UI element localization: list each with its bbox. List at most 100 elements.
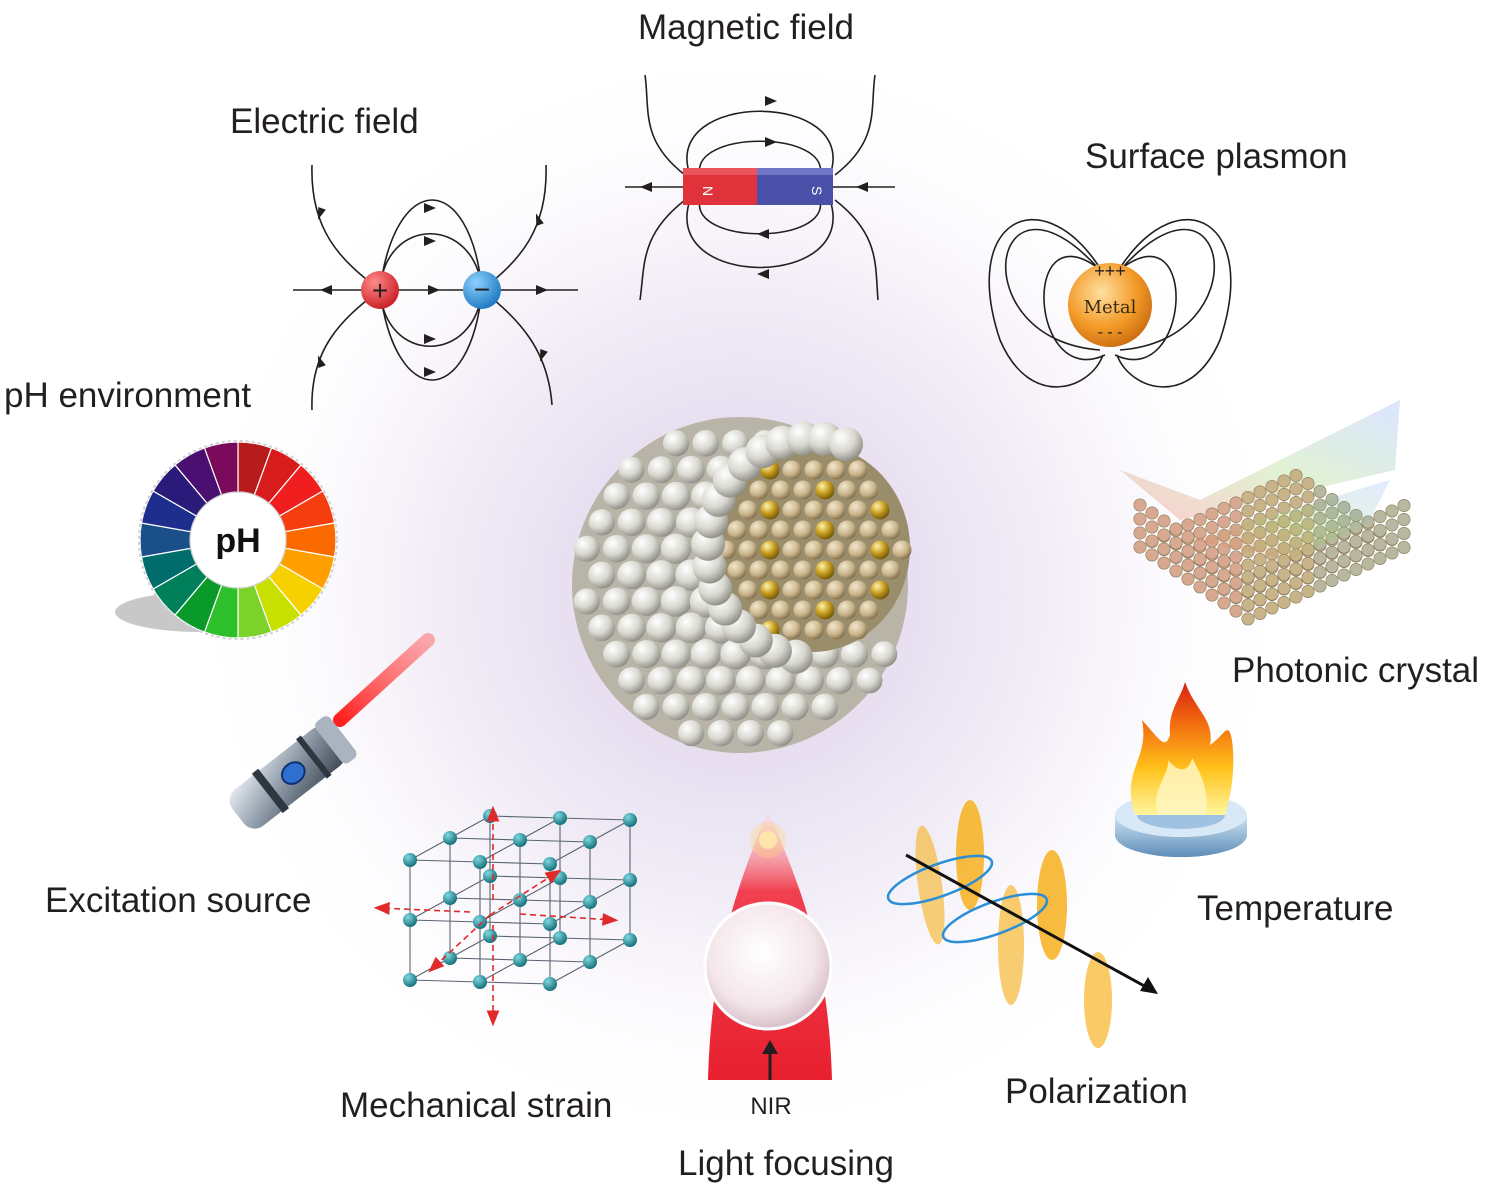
crystal-sphere [1313, 551, 1327, 565]
dopant-atom [760, 580, 780, 600]
crystal-sphere [1205, 574, 1219, 588]
crystal-sphere [1301, 570, 1315, 584]
crystal-sphere [1385, 532, 1399, 546]
dopant-atom [815, 600, 835, 620]
shell-atom [603, 640, 630, 668]
crystal-sphere [1241, 504, 1255, 518]
crystal-sphere [1373, 509, 1387, 523]
crystal-sphere [1289, 482, 1303, 496]
crystal-sphere [1277, 567, 1291, 581]
label-light-focusing: Light focusing [678, 1144, 894, 1183]
crystal-sphere [1289, 495, 1303, 509]
label-electric-field: Electric field [230, 102, 419, 141]
shell-atom [828, 427, 863, 462]
crystal-sphere [1397, 540, 1411, 554]
crystal-sphere [1205, 546, 1219, 560]
crystal-sphere [1229, 590, 1243, 604]
shell-atom [660, 586, 692, 617]
crystal-sphere [1385, 546, 1399, 560]
shell-atom [721, 692, 750, 721]
shell-atom [618, 456, 645, 483]
core-atom [782, 460, 802, 480]
core-atom [793, 520, 813, 540]
magnet-north [683, 168, 757, 205]
shell-atom [602, 587, 631, 616]
core-atom [771, 520, 791, 540]
core-atom [738, 580, 758, 600]
crystal-sphere [1277, 581, 1291, 595]
lattice-atom [443, 951, 457, 965]
crystal-sphere [1145, 548, 1159, 562]
crystal-sphere [1361, 543, 1375, 557]
focusing-lens [703, 901, 833, 1031]
crystal-sphere [1133, 498, 1147, 512]
core-atom [782, 620, 802, 640]
core-atom [848, 460, 868, 480]
propagation-axis [905, 853, 1149, 990]
core-atom [804, 620, 824, 640]
dopant-atom [870, 500, 890, 520]
magnetic-field-diagram: N S [625, 74, 895, 301]
crystal-sphere [1253, 578, 1267, 592]
crystal-sphere [1253, 552, 1267, 566]
crystal-sphere [1265, 479, 1279, 493]
core-atom [738, 500, 758, 520]
shell-atom [706, 665, 736, 696]
shell-atom [677, 455, 705, 484]
surface-plasmon-diagram: Metal +++ - - - [988, 219, 1232, 388]
core-atom [804, 580, 824, 600]
core-atom [837, 600, 857, 620]
core-atom [837, 480, 857, 500]
shell-atom [781, 693, 809, 721]
lattice-atom [403, 853, 417, 867]
laser-beam [333, 633, 435, 727]
shell-atom [676, 666, 706, 695]
crystal-sphere [1229, 576, 1243, 590]
label-polarization: Polarization [1005, 1072, 1188, 1111]
core-atom [881, 520, 901, 540]
crystal-sphere [1181, 530, 1195, 544]
lattice-atom [513, 953, 527, 967]
shell-atom [840, 640, 869, 668]
core-atom [782, 500, 802, 520]
crystal-sphere [1373, 551, 1387, 565]
laser-button [281, 761, 306, 785]
label-mechanical-strain: Mechanical strain [340, 1086, 612, 1125]
north-letter: N [700, 186, 716, 196]
minus-sign: − [474, 274, 490, 305]
lattice-atom [623, 813, 637, 827]
strained-lattice [373, 805, 637, 1027]
shell-atom [691, 693, 720, 721]
dopant-atom [815, 520, 835, 540]
core-atom [848, 540, 868, 560]
shell-atom [646, 560, 677, 591]
shell-atom [588, 509, 615, 536]
crystal-sphere [1337, 554, 1351, 568]
core-atom [749, 480, 769, 500]
crystal-sphere [1349, 562, 1363, 576]
crystal-sphere [1229, 604, 1243, 618]
flame-burner [1115, 682, 1247, 857]
core-atom [848, 620, 868, 640]
crystal-sphere [1217, 554, 1231, 568]
crystal-sphere [1133, 512, 1147, 526]
shell-atom [647, 456, 675, 484]
crystal-sphere [1313, 579, 1327, 593]
lattice-atom [583, 955, 597, 969]
ph-text: pH [215, 522, 260, 560]
polarization-wave [886, 800, 1158, 1048]
crystal-sphere [1241, 598, 1255, 612]
crystal-sphere [1193, 512, 1207, 526]
crystal-sphere [1313, 565, 1327, 579]
shell-atom [603, 482, 630, 510]
crystal-sphere [1265, 559, 1279, 573]
crystal-sphere [1397, 498, 1411, 512]
shell-atom [871, 641, 898, 668]
crystal-sphere [1229, 496, 1243, 510]
crystal-sphere [1313, 484, 1327, 498]
laser-pointer [229, 633, 435, 829]
shell-atom [690, 639, 721, 670]
metal-label: Metal [1084, 297, 1137, 318]
